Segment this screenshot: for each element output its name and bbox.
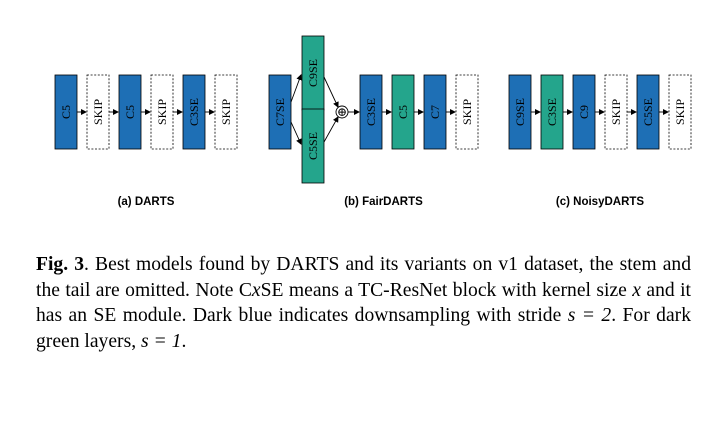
- fairdarts-input-block-label: C7SE: [273, 98, 287, 126]
- noisydarts-block-6-box: [668, 74, 692, 150]
- fairdarts-input-block: C7SE: [268, 74, 292, 150]
- fairdarts-block-4-label: SKIP: [460, 99, 474, 125]
- caption-text-2: SE means a TC-ResNet block with kernel s…: [260, 279, 633, 301]
- fairdarts-branch-bottom: C5SE: [301, 108, 325, 184]
- darts-block-2: SKIP: [86, 74, 110, 150]
- caption-text-5: .: [181, 330, 187, 352]
- darts-block-4: SKIP: [150, 74, 174, 150]
- noisydarts-block-5: C5SE: [636, 74, 660, 150]
- fairdarts-arrow-from-bottom: [323, 116, 339, 143]
- noisydarts-block-1: C9SE: [508, 74, 532, 150]
- figure-caption: Fig. 3. Best models found by DARTS and i…: [36, 252, 691, 354]
- caption-fairdarts: (b) FairDARTS: [344, 196, 423, 208]
- fairdarts-block-1: C3SE: [359, 74, 383, 150]
- fairdarts-block-4: SKIP: [455, 74, 479, 150]
- noisydarts-block-6: SKIP: [668, 74, 692, 150]
- noisydarts-block-2: C3SE: [540, 74, 564, 150]
- fairdarts-input-block-box: [268, 74, 292, 150]
- darts-block-1: C5: [54, 74, 78, 150]
- caption-text-3: and it has an SE module. Dark blue indic…: [36, 279, 691, 327]
- fairdarts-branch-bottom-box: [301, 108, 325, 184]
- noisydarts-block-6-label: SKIP: [673, 99, 687, 125]
- caption-darts: (a) DARTS: [118, 196, 175, 208]
- darts-block-5-label: C3SE: [187, 98, 201, 126]
- darts-block-2-label: SKIP: [91, 99, 105, 125]
- noisydarts-block-3: C9: [572, 74, 596, 150]
- noisydarts-block-1-label: C9SE: [513, 98, 527, 126]
- noisydarts-block-4-label: SKIP: [609, 99, 623, 125]
- caption-text-4: . For dark green layers,: [36, 305, 691, 352]
- darts-block-6-box: [214, 74, 238, 150]
- fairdarts-sum-symbol: ⊕: [337, 105, 347, 119]
- noisydarts-block-2-label: C3SE: [545, 98, 559, 126]
- darts-block-6: SKIP: [214, 74, 238, 150]
- fairdarts-block-3: C7: [423, 74, 447, 150]
- fairdarts-arrow-to-top: [290, 74, 303, 103]
- noisydarts-block-4: SKIP: [604, 74, 628, 150]
- fairdarts-block-1-label: C3SE: [364, 98, 378, 126]
- darts-block-6-label: SKIP: [219, 99, 233, 125]
- fairdarts-arrow-to-bottom: [290, 121, 302, 145]
- fairdarts-arrow-from-top: [323, 76, 339, 108]
- fairdarts-branch-top: C9SE: [301, 35, 325, 111]
- fairdarts-block-2-label: C5: [396, 105, 410, 119]
- fairdarts-branch-top-label: C9SE: [306, 59, 320, 87]
- darts-block-4-label: SKIP: [155, 99, 169, 125]
- caption-equation-stride-2: s = 2: [567, 305, 612, 326]
- darts-block-3: C5: [118, 74, 142, 150]
- fairdarts-block-4-box: [455, 74, 479, 150]
- caption-text-1: . Best models found by DARTS and its var…: [36, 254, 691, 301]
- darts-block-1-label: C5: [59, 105, 73, 119]
- noisydarts-block-3-label: C9: [577, 105, 591, 119]
- fairdarts-branch-bottom-label: C5SE: [306, 132, 320, 160]
- caption-var-x: x: [251, 279, 261, 301]
- caption-equation-stride-1: s = 1: [141, 330, 182, 352]
- caption-noisydarts: (c) NoisyDARTS: [556, 196, 645, 208]
- fairdarts-block-3-label: C7: [428, 105, 442, 119]
- noisydarts-block-5-label: C5SE: [641, 98, 655, 126]
- darts-block-3-label: C5: [123, 105, 137, 119]
- fairdarts-block-2: C5: [391, 74, 415, 150]
- darts-block-5: C3SE: [182, 74, 206, 150]
- figure-label: Fig. 3: [36, 254, 85, 275]
- caption-var-x-2: x: [632, 279, 641, 301]
